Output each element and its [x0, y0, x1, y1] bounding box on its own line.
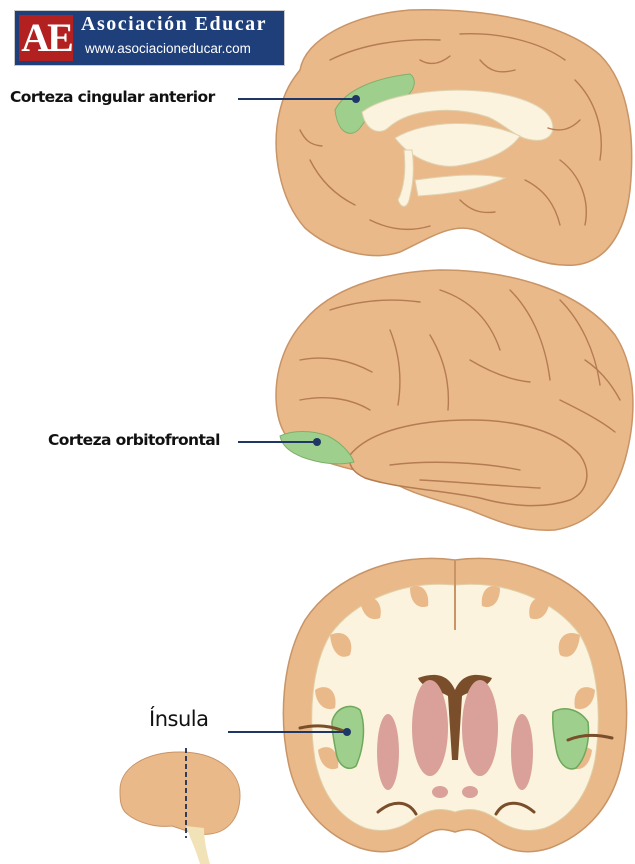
- orbitofrontal-label: Corteza orbitofrontal: [48, 431, 220, 449]
- left-caudate-nucleus: [412, 680, 448, 776]
- right-small-nucleus: [462, 786, 478, 798]
- left-small-nucleus: [432, 786, 448, 798]
- insula-label: Ínsula: [149, 707, 208, 731]
- reference-brain-icon: [120, 748, 240, 864]
- orbitofrontal-leader-dot: [313, 438, 321, 446]
- right-caudate-nucleus: [462, 680, 498, 776]
- lateral-brain-view: [276, 270, 633, 530]
- medial-brain-view: [276, 10, 632, 265]
- insula-leader-dot: [343, 728, 351, 736]
- right-putamen: [511, 714, 533, 790]
- anterior-cingulate-label: Corteza cingular anterior: [10, 88, 215, 106]
- left-putamen: [377, 714, 399, 790]
- cingular-leader-dot: [352, 95, 360, 103]
- reference-brain-outline: [120, 752, 240, 834]
- coronal-section-view: [283, 558, 626, 851]
